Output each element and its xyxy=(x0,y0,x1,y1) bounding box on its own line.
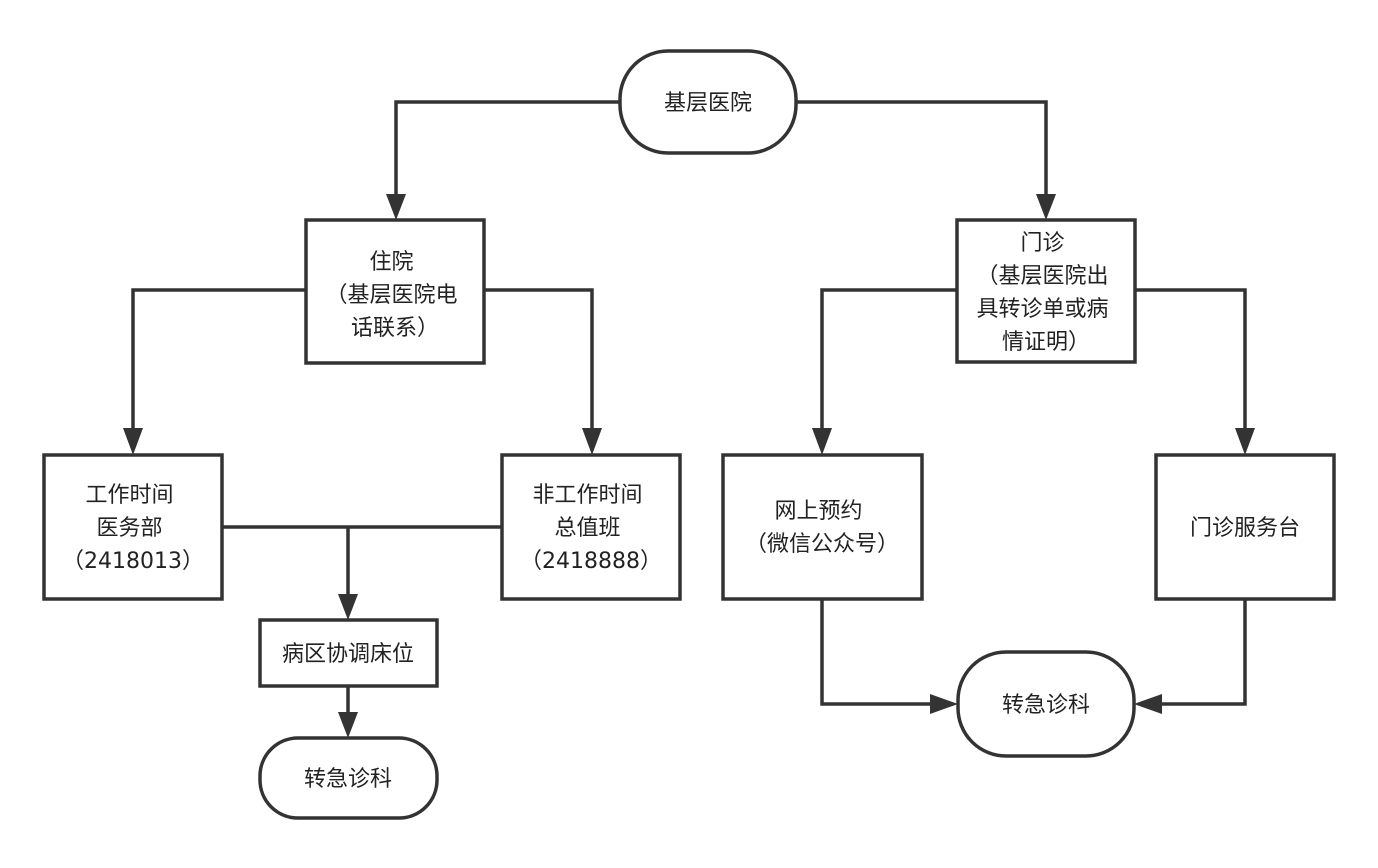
arrowhead-referral-left xyxy=(338,712,358,738)
terminator-shape xyxy=(618,49,798,155)
process-box xyxy=(721,453,924,601)
arrowhead-online-booking xyxy=(812,428,832,455)
arrowhead-referral-right-from-desk xyxy=(1134,694,1162,714)
node-ward-coordination: 病区协调床位 xyxy=(258,618,439,688)
node-outpatient: 门诊 （基层医院出 具转诊单或病 情证明） xyxy=(955,218,1137,364)
arrowhead-ward-coordination xyxy=(338,594,358,620)
connector-outpatient-to-online xyxy=(820,288,957,434)
label-line: 网上预约 xyxy=(774,499,862,524)
connectors xyxy=(123,100,1255,738)
process-box xyxy=(258,618,439,688)
arrowhead-outpatient xyxy=(1036,194,1056,220)
label-line: 基层医院 xyxy=(664,91,752,116)
node-referral-right: 转急诊科 xyxy=(956,650,1136,758)
node-label: 住院 （基层医院电 话联系） xyxy=(325,250,464,341)
connector-hospital-to-inpatient xyxy=(394,100,620,200)
node-label: 门诊 （基层医院出 具转诊单或病 情证明） xyxy=(976,231,1115,355)
node-outpatient-desk: 门诊服务台 xyxy=(1154,453,1336,601)
terminator-shape xyxy=(956,650,1136,758)
connector-desk-to-referral xyxy=(1156,599,1247,706)
label-line: （微信公众号） xyxy=(745,532,899,557)
label-line: 医务部 xyxy=(96,516,162,541)
connector-inpatient-to-off-hours xyxy=(484,288,594,434)
node-label: 非工作时间 总值班 （2418888） xyxy=(520,483,662,574)
label-line: 情证明） xyxy=(1002,330,1090,355)
node-label: 病区协调床位 xyxy=(282,642,414,667)
label-line: 总值班 xyxy=(554,516,620,541)
label-line: 具转诊单或病 xyxy=(976,297,1108,322)
node-work-hours: 工作时间 医务部 （2418013） xyxy=(42,453,224,601)
label-line: （2418888） xyxy=(520,549,662,574)
node-inpatient: 住院 （基层医院电 话联系） xyxy=(304,218,486,365)
arrowhead-inpatient xyxy=(386,194,406,220)
label-line: 门诊 xyxy=(1020,231,1064,256)
arrowhead-outpatient-desk xyxy=(1235,428,1255,455)
process-box xyxy=(955,218,1137,364)
node-label: 门诊服务台 xyxy=(1190,516,1300,541)
label-line: 非工作时间 xyxy=(532,483,642,508)
node-label: 转急诊科 xyxy=(304,767,392,792)
label-line: （基层医院出 xyxy=(976,264,1108,289)
node-off-hours: 非工作时间 总值班 （2418888） xyxy=(500,453,682,601)
process-box xyxy=(500,453,682,601)
node-primary-hospital: 基层医院 xyxy=(618,49,798,155)
process-box xyxy=(304,218,486,365)
connector-online-to-referral xyxy=(820,599,936,706)
process-box xyxy=(1154,453,1336,601)
connector-inpatient-to-work-hours xyxy=(131,288,306,434)
label-line: 工作时间 xyxy=(85,483,173,508)
label-line: 话联系） xyxy=(351,316,439,341)
label-line: （基层医院电 xyxy=(325,283,457,308)
connector-outpatient-to-desk xyxy=(1135,288,1247,434)
label-line: （2418013） xyxy=(62,549,204,574)
arrowhead-referral-right-from-online xyxy=(930,694,958,714)
label-line: 住院 xyxy=(369,250,413,275)
process-box xyxy=(42,453,224,601)
arrowhead-off-hours xyxy=(582,428,602,455)
node-label: 网上预约 （微信公众号） xyxy=(745,499,899,557)
terminator-shape xyxy=(258,736,439,820)
label-line: 病区协调床位 xyxy=(282,642,414,667)
node-label: 基层医院 xyxy=(664,91,752,116)
label-line: 门诊服务台 xyxy=(1190,516,1300,541)
node-label: 工作时间 医务部 （2418013） xyxy=(62,483,204,574)
label-line: 转急诊科 xyxy=(1002,693,1090,718)
connector-hospital-to-outpatient xyxy=(796,100,1048,200)
node-online-booking: 网上预约 （微信公众号） xyxy=(721,453,924,601)
arrowhead-work-hours xyxy=(123,428,143,455)
node-referral-left: 转急诊科 xyxy=(258,736,439,820)
node-label: 转急诊科 xyxy=(1002,693,1090,718)
label-line: 转急诊科 xyxy=(304,767,392,792)
